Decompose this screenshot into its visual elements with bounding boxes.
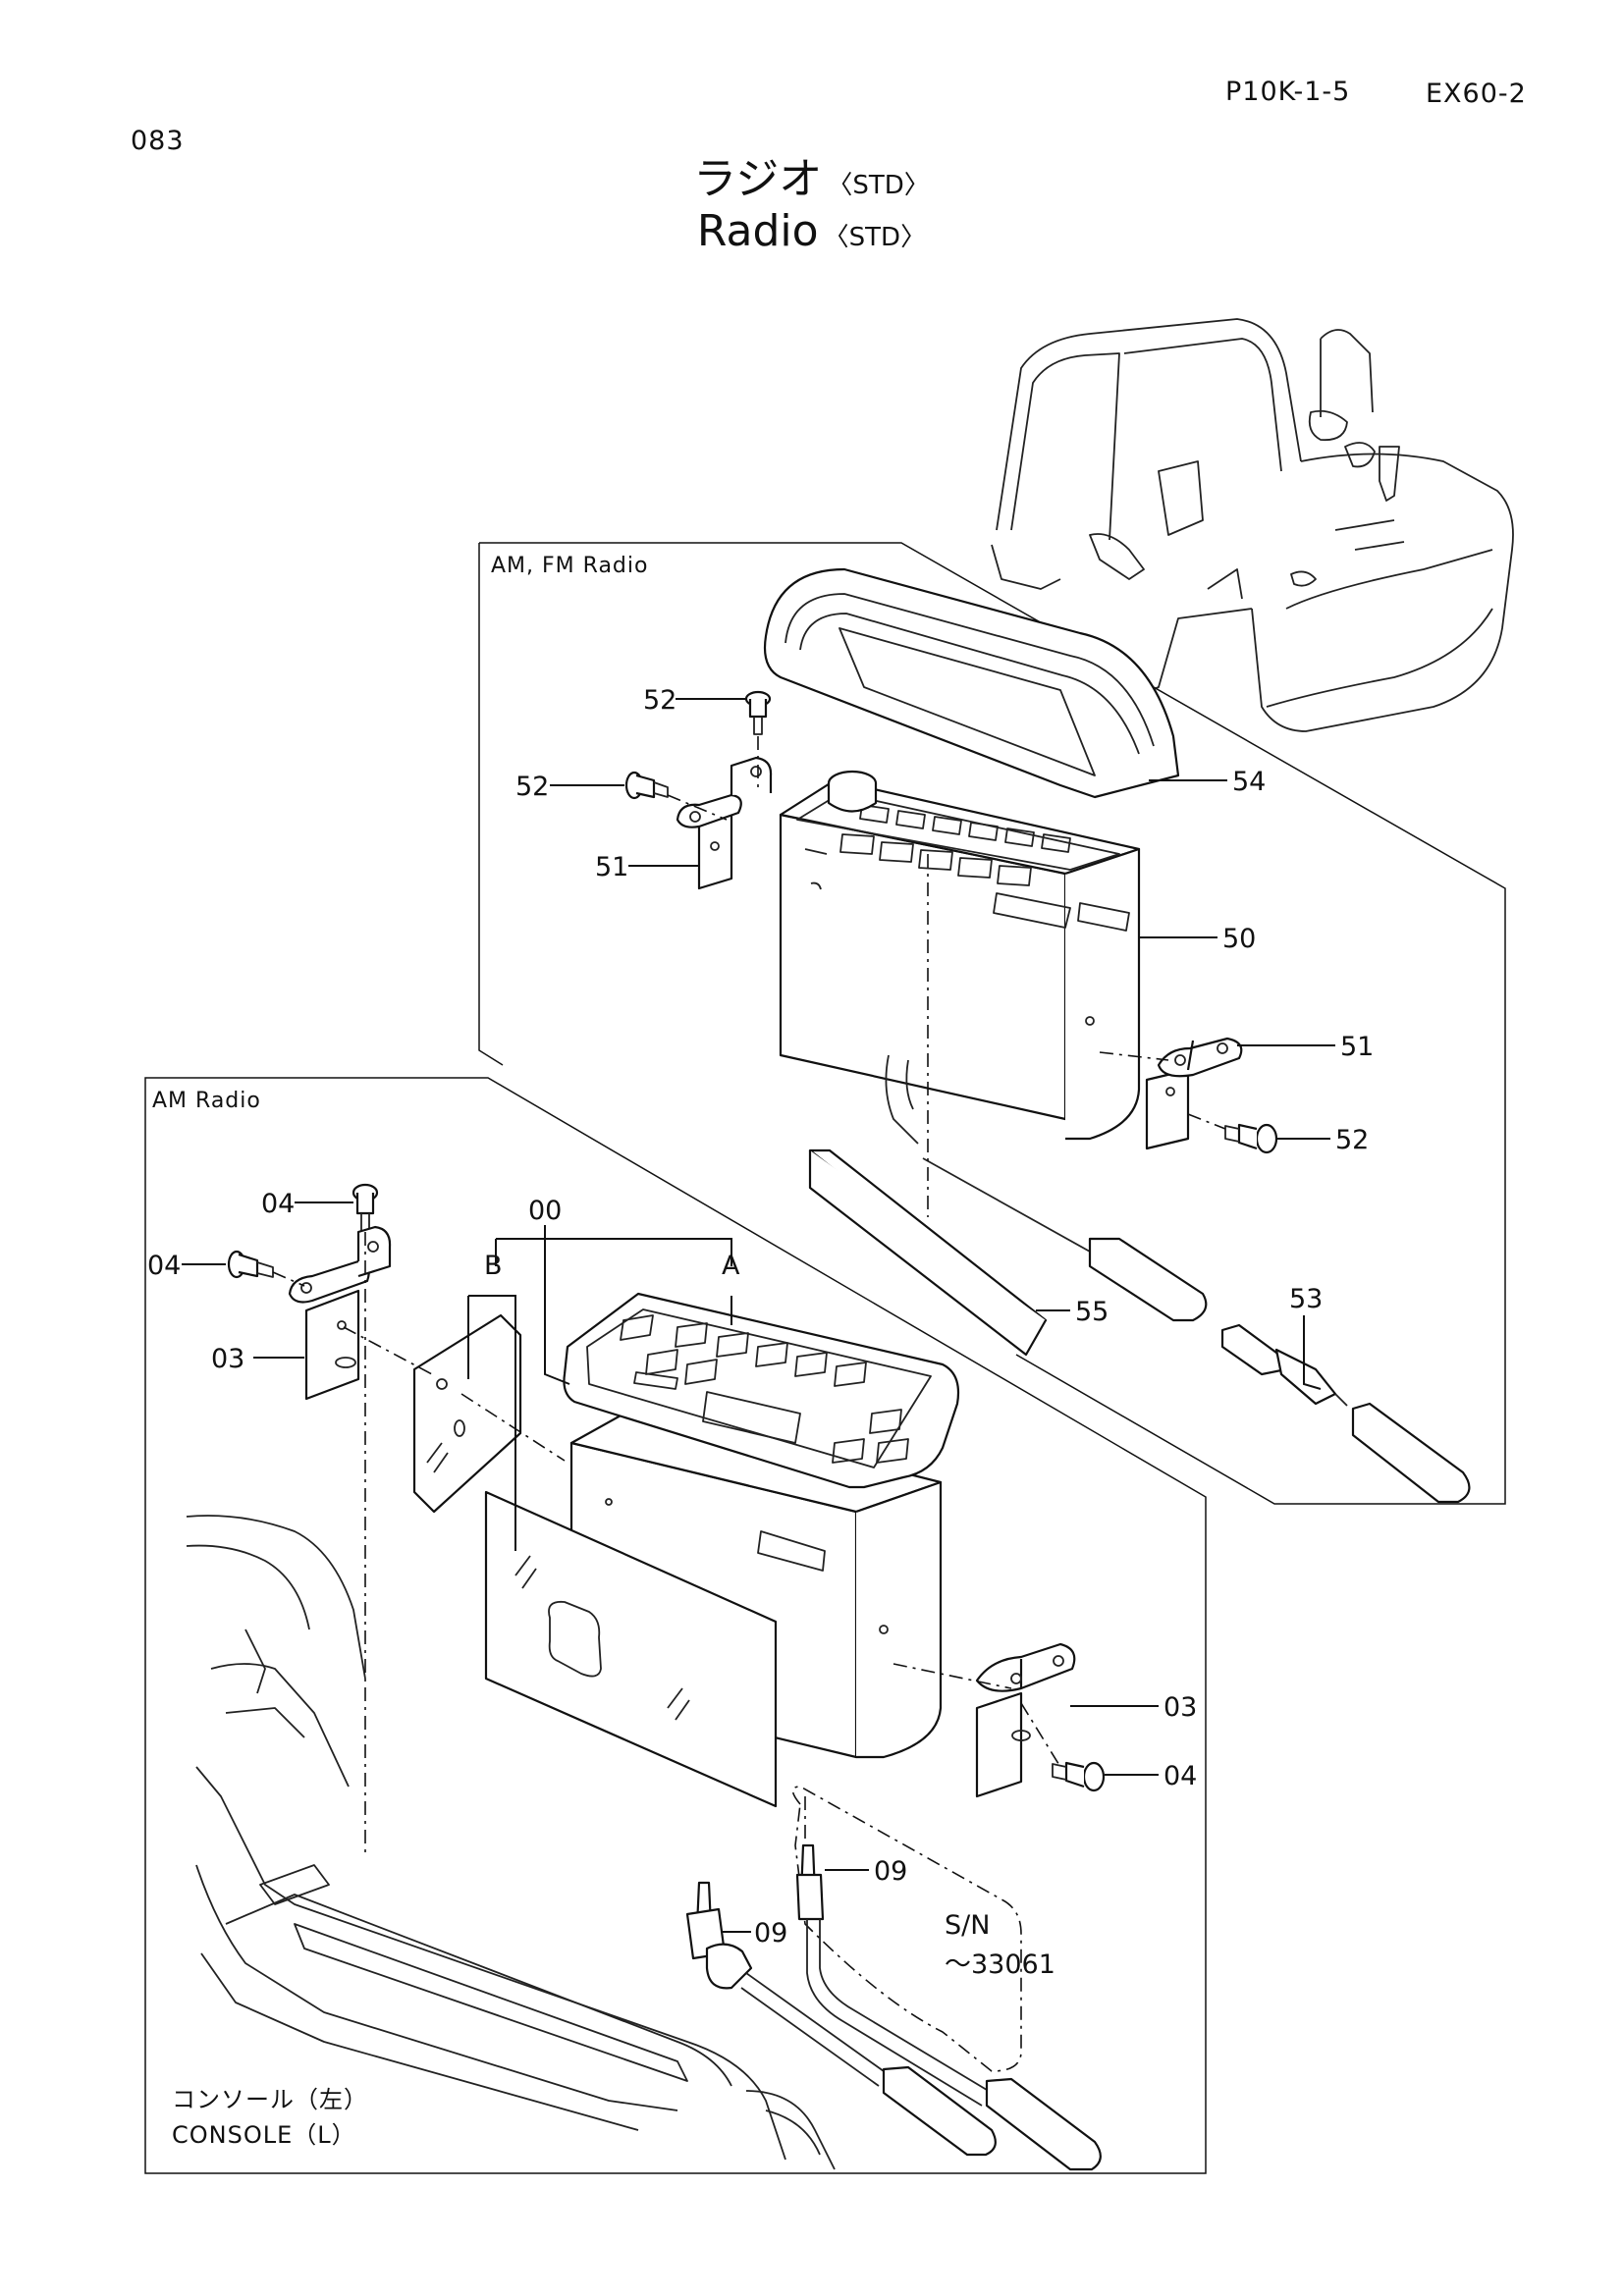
callout-04-left: 04 <box>147 1251 181 1281</box>
callout-A: A <box>722 1251 740 1281</box>
part-00-front-panel <box>563 1292 960 1489</box>
callout-labels: 52 52 51 54 50 51 52 55 53 04 04 03 00 B… <box>147 685 1374 1949</box>
callout-09-left: 09 <box>754 1918 787 1949</box>
serial-number-range: ～33061 <box>945 1949 1055 1980</box>
part-55-strip <box>808 1148 1048 1357</box>
callout-04-right: 04 <box>1163 1761 1197 1791</box>
callout-B: B <box>484 1251 503 1281</box>
part-large-plate <box>484 1490 778 1808</box>
callout-52-right: 52 <box>1335 1125 1369 1155</box>
part-52-screw-right <box>1224 1123 1278 1154</box>
callout-04-top: 04 <box>261 1189 295 1219</box>
part-50-radio-unit <box>779 770 1141 1145</box>
part-03-right-bracket <box>975 1642 1076 1798</box>
title-japanese-text: ラジオ <box>693 154 823 204</box>
part-03-left-bracket <box>288 1225 392 1401</box>
callout-51-right: 51 <box>1340 1032 1374 1062</box>
part-51-right-bracket <box>1145 1037 1243 1150</box>
callout-54: 54 <box>1232 767 1266 797</box>
title-english-text: Radio <box>696 206 819 256</box>
callout-51-left: 51 <box>595 852 628 882</box>
callout-55: 55 <box>1075 1297 1109 1327</box>
notes: S/N ～33061 コンソール（左） CONSOLE（L） <box>172 1910 1055 2149</box>
assembly-centerlines <box>272 736 1226 1855</box>
part-09-cable-left <box>685 1881 997 2157</box>
console-label-english: CONSOLE（L） <box>172 2121 356 2149</box>
title-japanese-suffix: 〈STD〉 <box>827 171 930 200</box>
reference-code: P10K-1-5 <box>1225 77 1351 107</box>
frame-label-am: AM Radio <box>152 1089 261 1113</box>
title-english: Radio 〈STD〉 <box>0 206 1623 256</box>
callout-00: 00 <box>528 1196 562 1226</box>
leader-lines <box>182 698 1335 1933</box>
part-04-screw-right <box>1052 1761 1106 1792</box>
page-number: 083 <box>131 126 185 156</box>
callout-50: 50 <box>1222 924 1256 954</box>
frame-am-fm-radio: AM, FM Radio <box>478 542 1506 1505</box>
frame-label-am-fm: AM, FM Radio <box>491 554 648 578</box>
callout-03-left: 03 <box>211 1344 244 1374</box>
frame-am-radio: AM Radio <box>144 1077 1207 2174</box>
callout-09-right: 09 <box>874 1856 907 1887</box>
callout-03-right: 03 <box>1163 1692 1197 1723</box>
model-code: EX60-2 <box>1426 79 1527 109</box>
excavator-outline <box>991 318 1514 732</box>
console-label-japanese: コンソール（左） <box>172 2086 368 2113</box>
part-52-screw-top <box>744 690 772 735</box>
part-51-left-bracket <box>676 756 773 890</box>
part-04-screw-left <box>227 1250 274 1279</box>
title-japanese: ラジオ 〈STD〉 <box>0 143 1623 206</box>
part-54-bezel <box>763 567 1180 799</box>
serial-number-label: S/N <box>945 1910 990 1941</box>
part-53-antenna-cable <box>922 1157 1471 1504</box>
part-09-cable-right <box>795 1843 1102 2171</box>
console-left-outline <box>186 1515 836 2170</box>
callout-53: 53 <box>1289 1284 1323 1314</box>
part-52-screw-left <box>624 771 669 800</box>
callout-52-top: 52 <box>643 685 676 716</box>
part-B-plate <box>412 1313 522 1514</box>
title-english-suffix: 〈STD〉 <box>823 223 927 252</box>
part-04-screw-top <box>352 1183 379 1233</box>
callout-52-left: 52 <box>515 772 549 802</box>
